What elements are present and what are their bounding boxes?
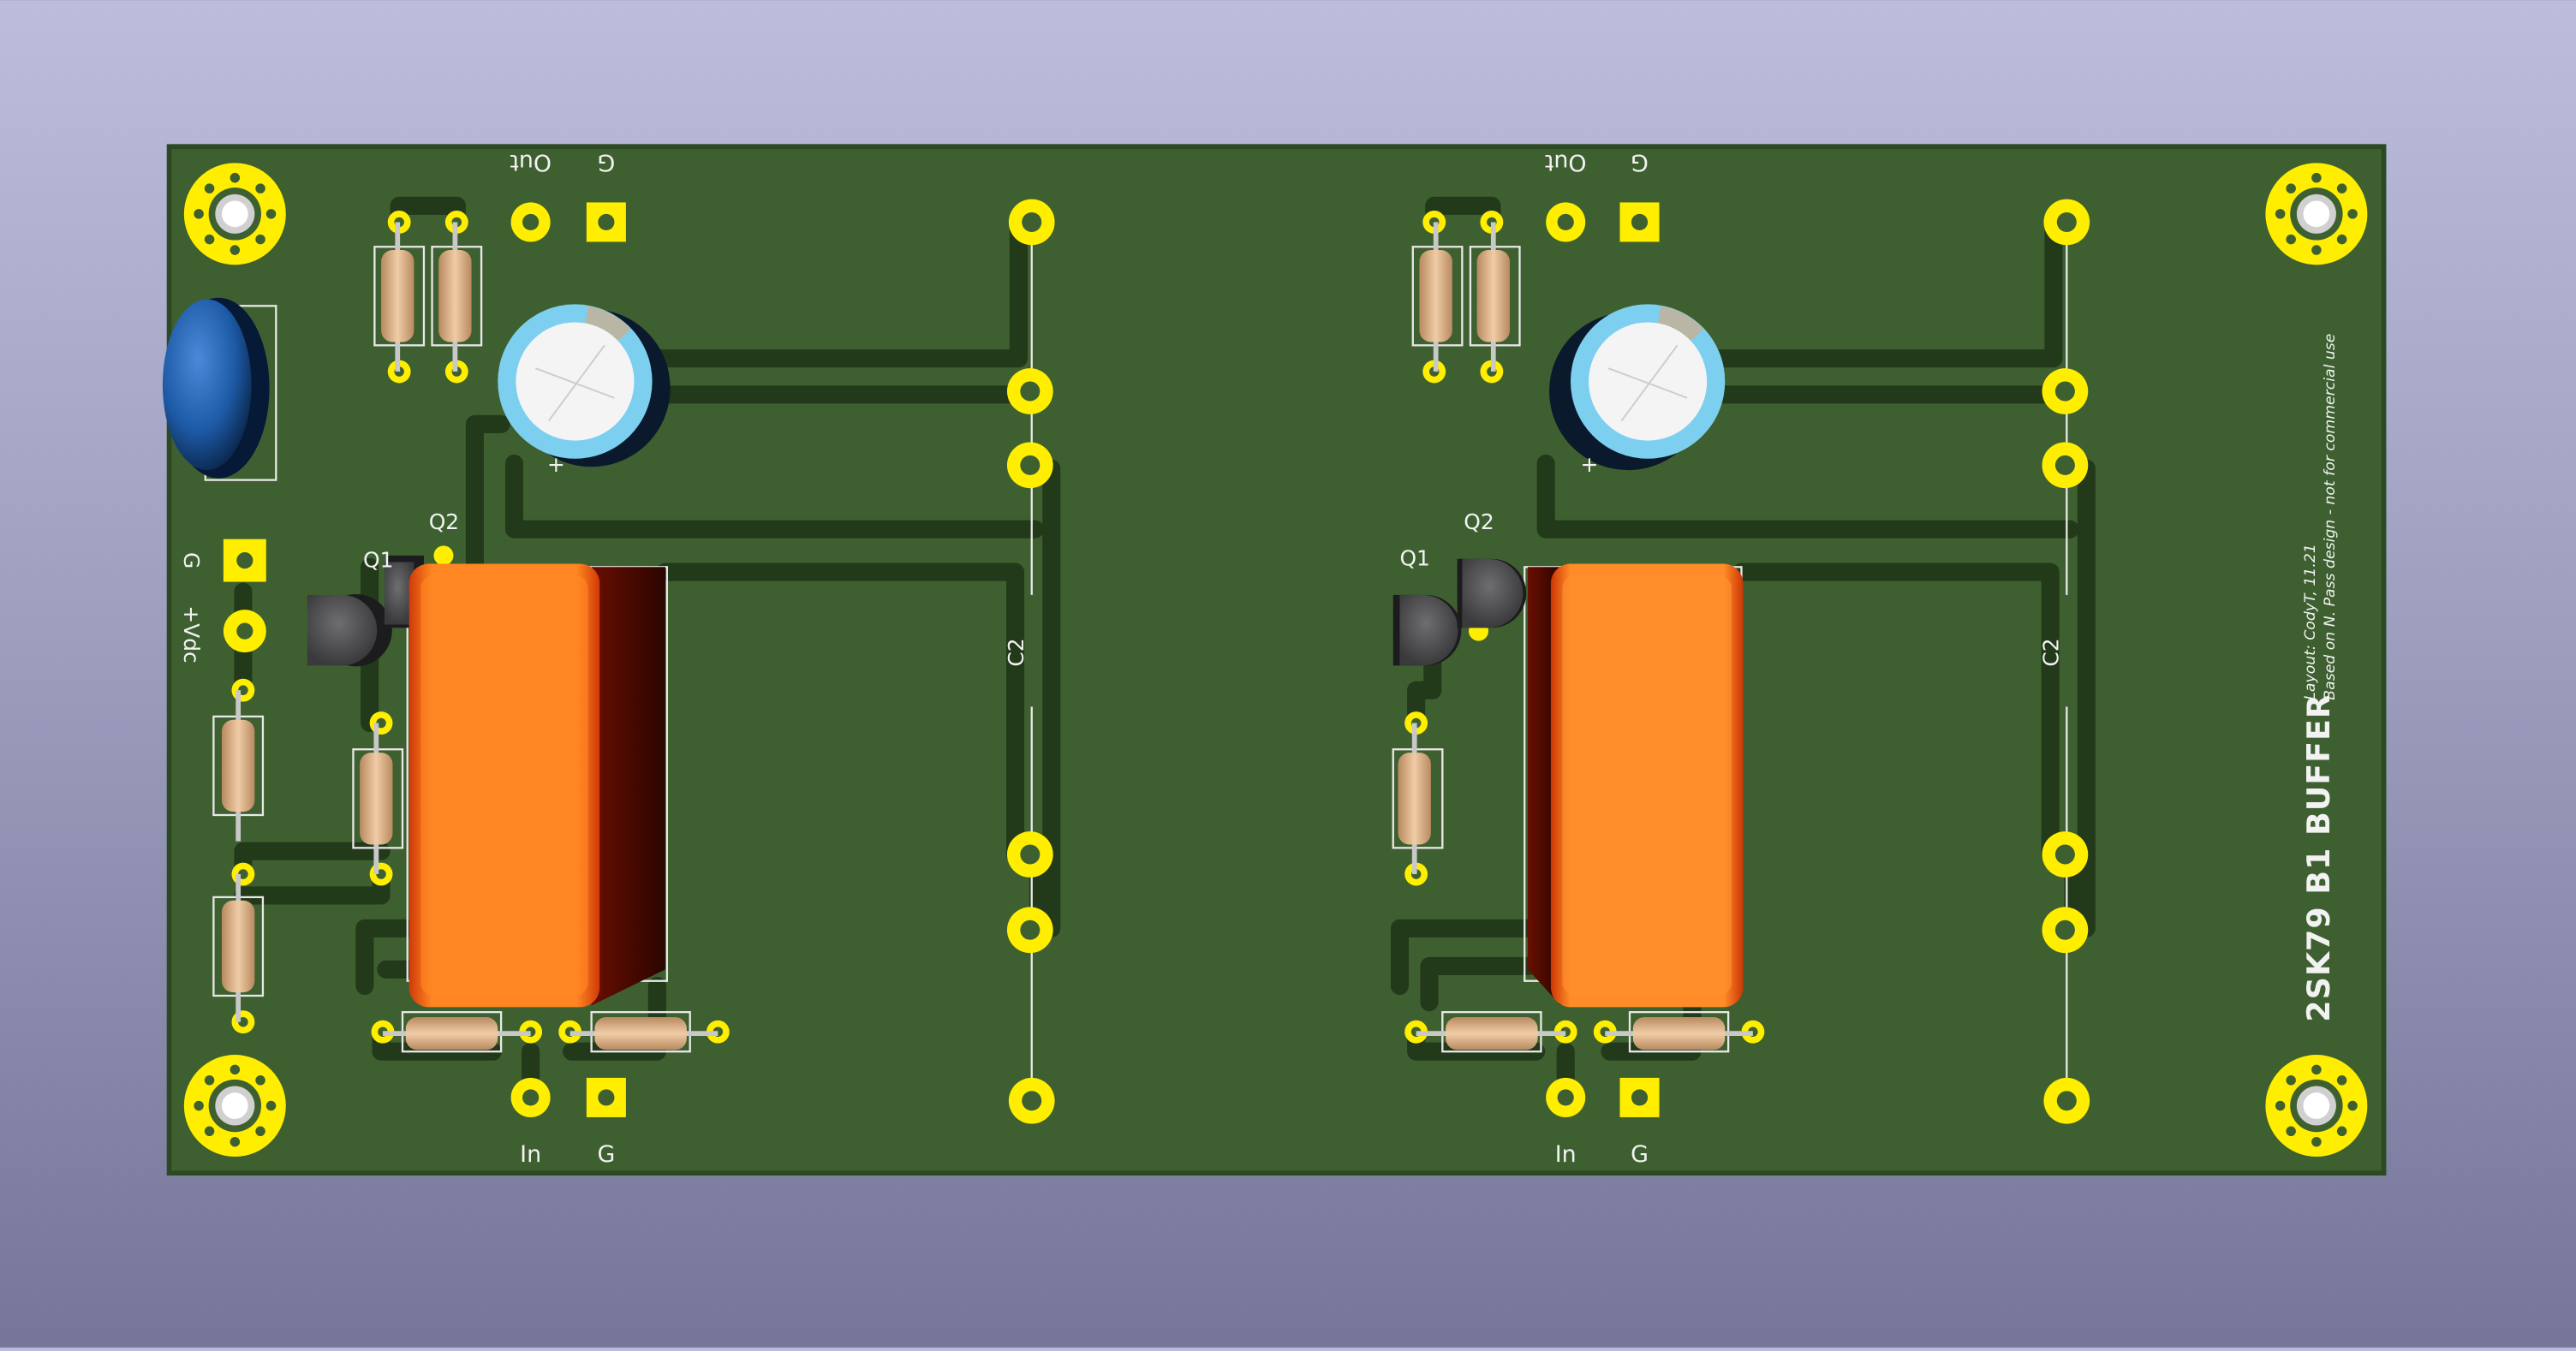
mounting-hole	[2265, 1055, 2368, 1157]
resistor	[569, 1016, 719, 1050]
resistor	[438, 222, 472, 372]
label-out-ground: G	[597, 149, 615, 176]
film-capacitor	[1528, 563, 1744, 1008]
pad-power-ground	[223, 539, 266, 582]
mounting-hole	[2265, 163, 2368, 265]
layout-credit: Layout: CodyT, 11.21	[2302, 544, 2319, 700]
label-in: In	[520, 1141, 541, 1168]
mounting-hole	[183, 1055, 286, 1157]
transistor-q2	[1457, 558, 1527, 628]
pad-out-ground	[586, 202, 626, 242]
mounting-holes	[183, 163, 2368, 1157]
pad-power-supply	[223, 610, 266, 653]
label-in: In	[1555, 1141, 1577, 1168]
label-in-ground: G	[1631, 1141, 1649, 1168]
pad	[369, 862, 393, 886]
resistor	[1398, 723, 1431, 875]
pad-in-ground	[1619, 1077, 1660, 1117]
label-q1: Q1	[363, 547, 393, 572]
mounting-hole	[183, 163, 286, 265]
label-in-ground: G	[597, 1141, 615, 1168]
resistor	[221, 874, 255, 1022]
pad	[2042, 907, 2089, 954]
pad	[2042, 831, 2089, 878]
electrolytic-capacitor	[498, 304, 671, 467]
resistor	[360, 723, 393, 875]
silkscreen-text: Out G In G Q1 Q2 C2 + Out G In G Q1 Q2 C…	[179, 149, 2339, 1168]
pad-in-ground	[586, 1077, 626, 1117]
board-title: 2SK79 B1 BUFFER	[2300, 693, 2337, 1022]
pad-in	[510, 1077, 551, 1117]
transistor-q1	[1392, 594, 1462, 666]
resistor	[221, 690, 255, 842]
pad	[1006, 368, 1053, 414]
transistor-q1	[307, 593, 392, 667]
pad	[2042, 442, 2089, 489]
pad	[1008, 1077, 1055, 1124]
pad	[2043, 199, 2090, 246]
pad	[369, 711, 393, 735]
resistor	[382, 1016, 531, 1050]
pad	[2042, 368, 2089, 414]
pad	[1006, 442, 1053, 489]
large-pads	[1006, 199, 2090, 1124]
disc-capacitor	[162, 297, 270, 479]
label-out: Out	[510, 149, 552, 176]
resistor	[1605, 1016, 1753, 1050]
resistor	[1476, 222, 1510, 372]
transistors	[307, 555, 1527, 667]
pad	[2043, 1077, 2090, 1124]
resistor	[1416, 1016, 1566, 1050]
pad	[231, 678, 255, 702]
resistors	[221, 222, 1753, 1050]
pad	[231, 1010, 255, 1034]
pad-out	[1546, 202, 1586, 242]
design-credit: Based on N. Pass design - not for commer…	[2322, 334, 2339, 700]
label-power-ground: G	[179, 552, 204, 568]
label-q2: Q2	[1464, 509, 1494, 534]
electrolytic-capacitor	[1549, 304, 1726, 471]
pad	[1008, 199, 1055, 246]
label-cap-polarity: +	[1580, 452, 1598, 477]
label-c2: C2	[2039, 638, 2064, 666]
label-q1: Q1	[1399, 545, 1429, 570]
pad	[1006, 907, 1053, 954]
label-q2: Q2	[429, 509, 459, 534]
resistor	[381, 222, 414, 372]
pad	[1006, 831, 1053, 878]
label-out: Out	[1545, 149, 1587, 176]
pad	[433, 545, 454, 566]
pad-in	[1546, 1077, 1586, 1117]
label-c2: C2	[1004, 638, 1029, 666]
resistor	[1419, 222, 1452, 372]
label-cap-polarity: +	[547, 452, 565, 477]
pad-out	[510, 202, 551, 242]
pad-out-ground	[1619, 202, 1660, 242]
pad	[231, 862, 255, 886]
label-power-supply: +Vdc	[179, 605, 204, 663]
film-capacitor	[408, 563, 665, 1008]
io-pads	[223, 202, 1660, 1117]
label-out-ground: G	[1631, 149, 1649, 176]
